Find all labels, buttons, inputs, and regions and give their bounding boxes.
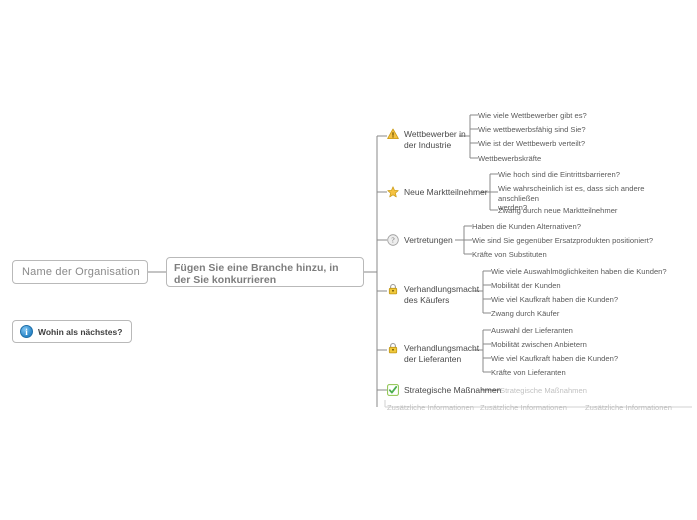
leaf-item[interactable]: Zwang durch Käufer xyxy=(491,309,560,318)
next-step-label: Wohin als nächstes? xyxy=(38,326,123,337)
branch-node[interactable]: Fügen Sie eine Branche hinzu, in der Sie… xyxy=(166,257,364,287)
topic-verhandlungsmacht-lieferanten[interactable]: Verhandlungsmacht der Lieferanten xyxy=(387,342,479,364)
leaf-item[interactable]: Wie viele Wettbewerber gibt es? xyxy=(478,111,587,120)
topic-label: Verhandlungsmacht des Käufers xyxy=(404,284,480,305)
next-step-node[interactable]: i Wohin als nächstes? xyxy=(12,320,132,343)
topic-verhandlungsmacht-kaeufer[interactable]: Verhandlungsmacht des Käufers xyxy=(387,283,479,305)
leaf-item[interactable]: Wie viele Auswahlmöglichkeiten haben die… xyxy=(491,267,667,276)
star-icon xyxy=(387,186,399,198)
warning-icon xyxy=(387,128,399,140)
topic-label: Verhandlungsmacht der Lieferanten xyxy=(404,343,480,364)
leaf-item[interactable]: Wie wettbewerbsfähig sind Sie? xyxy=(478,125,586,134)
check-icon xyxy=(387,384,399,396)
placeholder-info-2[interactable]: Zusätzliche Informationen xyxy=(480,403,567,412)
leaf-item[interactable]: Mobilität zwischen Anbietern xyxy=(491,340,587,349)
topic-wettbewerber[interactable]: Wettbewerber in der Industrie xyxy=(387,128,466,150)
topic-strategische-massnahmen[interactable]: Strategische Maßnahmen xyxy=(387,384,501,396)
leaf-item[interactable]: Haben die Kunden Alternativen? xyxy=(472,222,581,231)
leaf-item[interactable]: Wie wahrscheinlich ist es, dass sich and… xyxy=(498,184,645,212)
topic-label: Wettbewerber in der Industrie xyxy=(404,129,466,150)
topic-label: Vertretungen xyxy=(404,235,453,245)
leaf-item[interactable]: Mobilität der Kunden xyxy=(491,281,561,290)
leaf-item[interactable]: Wie viel Kaufkraft haben die Kunden? xyxy=(491,295,619,304)
leaf-item[interactable]: Zwang durch neue Marktteilnehmer xyxy=(498,206,618,215)
leaf-item[interactable]: Kräfte von Lieferanten xyxy=(491,368,566,377)
leaf-placeholder[interactable]: Strategische Maßnahmen xyxy=(500,386,587,395)
leaf-item[interactable]: Wettbewerbskräfte xyxy=(478,154,542,163)
leaf-item[interactable]: Wie viel Kaufkraft haben die Kunden? xyxy=(491,354,619,363)
leaf-item[interactable]: Kräfte von Substituten xyxy=(472,250,547,259)
placeholder-info-3[interactable]: Zusätzliche Informationen xyxy=(585,403,672,412)
root-node-label: Name der Organisation xyxy=(22,266,140,278)
lock-icon xyxy=(387,342,399,354)
info-icon: i xyxy=(20,325,33,338)
placeholder-info-1[interactable]: Zusätzliche Informationen xyxy=(387,403,474,412)
leaf-item[interactable]: Wie hoch sind die Eintrittsbarrieren? xyxy=(498,170,620,179)
topic-label: Strategische Maßnahmen xyxy=(404,385,502,395)
svg-text:?: ? xyxy=(391,236,395,245)
leaf-item[interactable]: Wie sind Sie gegenüber Ersatzprodukten p… xyxy=(472,236,654,245)
leaf-item[interactable]: Auswahl der Lieferanten xyxy=(491,326,573,335)
leaf-item[interactable]: Wie ist der Wettbewerb verteilt? xyxy=(478,139,586,148)
root-node[interactable]: Name der Organisation xyxy=(12,260,148,284)
lock-icon xyxy=(387,283,399,295)
help-icon: ? xyxy=(387,234,399,246)
topic-vertretungen[interactable]: ? Vertretungen xyxy=(387,234,453,246)
branch-node-label: Fügen Sie eine Branche hinzu, in der Sie… xyxy=(174,262,339,286)
topic-label: Neue Marktteilnehmer xyxy=(404,187,488,197)
topic-neue-marktteilnehmer[interactable]: Neue Marktteilnehmer xyxy=(387,186,488,198)
